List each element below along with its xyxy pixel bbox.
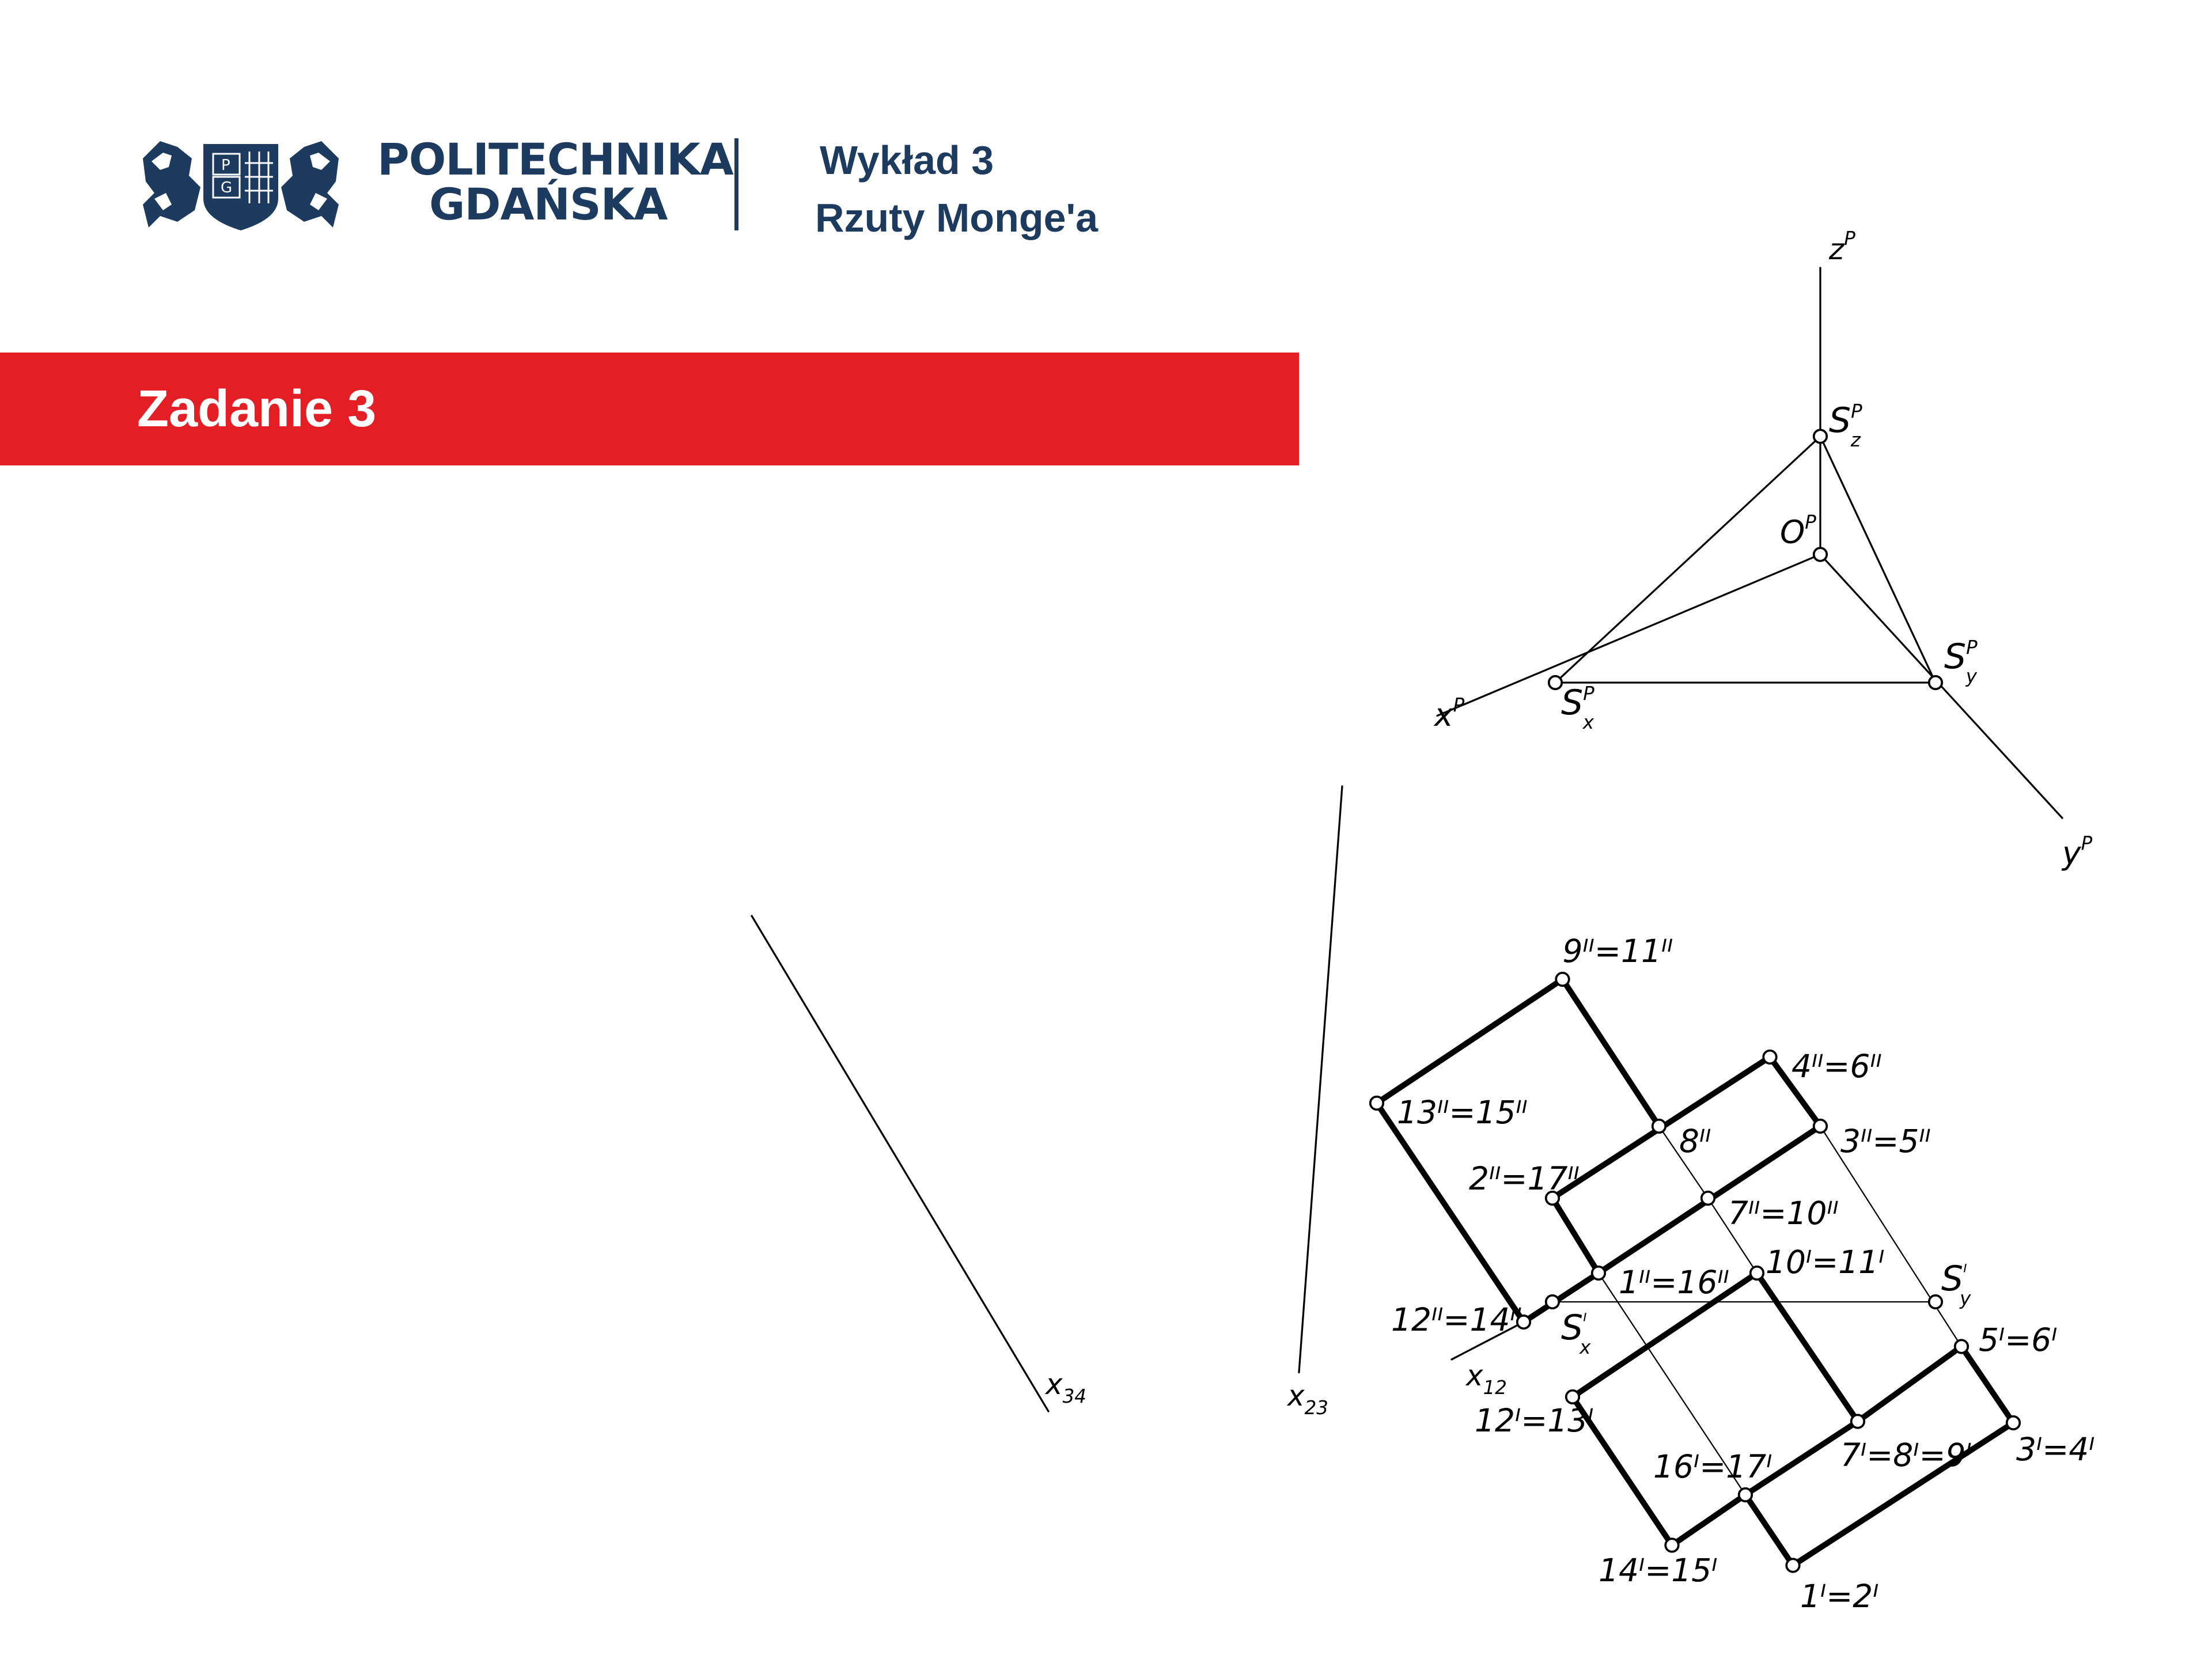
- label-x34: x34: [1044, 1368, 1086, 1407]
- label-2-17-front: 2ᴵᴵ=17ᴵᴵ: [1469, 1160, 1580, 1197]
- label-5-6-top: 5ᴵ=6ᴵ: [1979, 1321, 2057, 1358]
- logo-line-2: GDAŃSKA: [429, 179, 668, 230]
- label-12-14-front: 12ᴵᴵ=14ᴵᴵ: [1391, 1301, 1522, 1338]
- logo-divider: [734, 138, 738, 230]
- axis-x34-line: [751, 915, 1050, 1412]
- label-4-6-front: 4ᴵᴵ=6ᴵᴵ: [1791, 1048, 1882, 1085]
- label-xp: xP: [1433, 694, 1465, 733]
- label-1-16-front: 1ᴵᴵ=16ᴵᴵ: [1619, 1264, 1729, 1301]
- label-op: OP: [1780, 512, 1816, 551]
- label-yp: yP: [2061, 832, 2093, 872]
- label-3-5-front: 3ᴵᴵ=5ᴵᴵ: [1840, 1123, 1931, 1160]
- trace-sz-sy: [1819, 435, 1937, 684]
- axis-x12-line: [1450, 1321, 1525, 1361]
- label-10-11-top: 10ᴵ=11ᴵ: [1766, 1244, 1884, 1281]
- label-3-4-top: 3ᴵ=4ᴵ: [2016, 1431, 2094, 1468]
- point-markers: [1369, 429, 2021, 1573]
- point-labels: 9ᴵᴵ=11ᴵᴵ 4ᴵᴵ=6ᴵᴵ 13ᴵᴵ=15ᴵᴵ 8ᴵᴵ 3ᴵᴵ=5ᴵᴵ 2…: [1391, 933, 2094, 1615]
- axis-x23-line: [1298, 785, 1343, 1374]
- label-1-2-top: 1ᴵ=2ᴵ: [1800, 1578, 1878, 1615]
- axonometric-trihedron: [1436, 267, 2063, 819]
- x-axis: [1436, 553, 1821, 717]
- title-banner: Zadanie 3: [0, 353, 1299, 465]
- label-zp: zP: [1828, 228, 1855, 266]
- label-14-15-top: 14ᴵ=15ᴵ: [1599, 1552, 1717, 1589]
- label-8-front: 8ᴵᴵ: [1679, 1123, 1711, 1160]
- banner-title: Zadanie 3: [137, 380, 377, 438]
- logo-line-1: POLITECHNIKA: [377, 134, 734, 185]
- trace-sz-sx: [1554, 435, 1821, 684]
- svg-text:G: G: [221, 179, 232, 196]
- label-7-8-9-top: 7ᴵ=8ᴵ=9ᴵ: [1840, 1437, 1972, 1474]
- label-x23: x23: [1286, 1379, 1328, 1419]
- university-logotype: POLITECHNIKA GDAŃSKA: [377, 134, 734, 230]
- horizontal-projection: [1570, 1270, 2016, 1569]
- lecture-info: Wykład 3 Rzuty Monge'a: [815, 131, 1098, 247]
- label-9-11-front: 9ᴵᴵ=11ᴵᴵ: [1563, 933, 1673, 969]
- construction-lines: [1522, 1125, 1963, 1496]
- label-13-15-front: 13ᴵᴵ=15ᴵᴵ: [1397, 1094, 1528, 1131]
- axis-labels: x34 x23 x12: [1044, 1359, 1507, 1419]
- label-7-10-front: 7ᴵᴵ=10ᴵᴵ: [1728, 1195, 1839, 1232]
- header: P G POLITECHNIKA GDAŃSKA Wykład 3 Rzuty …: [0, 0, 1152, 288]
- label-x12: x12: [1465, 1359, 1507, 1399]
- svg-text:P: P: [221, 157, 230, 174]
- lecture-title: Rzuty Monge'a: [815, 195, 1099, 240]
- label-16-17-top: 16ᴵ=17ᴵ: [1653, 1448, 1772, 1485]
- lecture-number: Wykład 3: [820, 138, 994, 183]
- label-12-13-top: 12ᴵ=13ᴵ: [1475, 1402, 1593, 1439]
- university-crest-icon: P G: [143, 141, 339, 230]
